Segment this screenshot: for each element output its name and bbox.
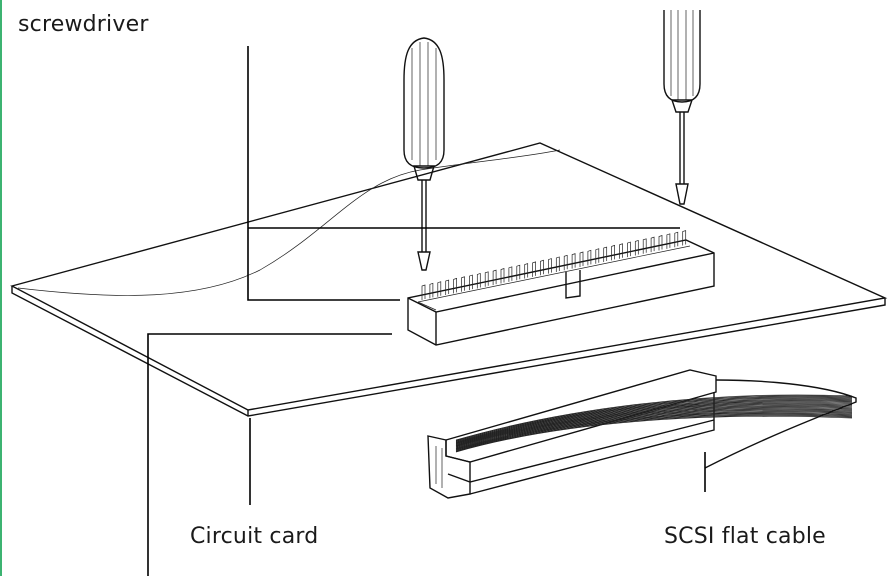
connector-pin bbox=[666, 233, 671, 249]
ribbon-wire bbox=[455, 395, 853, 441]
screwdriver-left-icon bbox=[403, 37, 445, 271]
connector-pin bbox=[437, 281, 442, 297]
leader-lines bbox=[147, 46, 706, 576]
connector-pin bbox=[469, 274, 473, 291]
ribbon-wire bbox=[455, 409, 853, 449]
connector-pin bbox=[508, 266, 513, 282]
connector-pin bbox=[674, 231, 679, 248]
ribbon-wire bbox=[455, 400, 853, 444]
connector-pin bbox=[634, 239, 639, 256]
ribbon-wire bbox=[455, 398, 853, 443]
ribbon-wire bbox=[455, 402, 853, 445]
screwdriver-label: screwdriver bbox=[18, 12, 149, 37]
left-accent-rule bbox=[0, 0, 2, 576]
ribbon-wire bbox=[455, 404, 853, 447]
connector-pin bbox=[476, 272, 481, 289]
connector-pin bbox=[453, 277, 457, 294]
scsi-cable-assembly bbox=[427, 369, 857, 499]
connector-pin bbox=[421, 284, 426, 300]
ribbon-wires bbox=[455, 394, 853, 453]
ribbon-wire bbox=[455, 397, 853, 442]
ribbon-wire bbox=[455, 399, 853, 444]
scsi-flat-cable-label: SCSI flat cable bbox=[664, 524, 826, 549]
connector-pin bbox=[540, 259, 544, 276]
ribbon-wire bbox=[455, 412, 853, 451]
leader-bottom bbox=[147, 333, 392, 576]
screwdriver-right-icon bbox=[663, 10, 701, 205]
connector-pin bbox=[532, 261, 536, 277]
connector-pin bbox=[524, 263, 529, 279]
connector-pin bbox=[595, 248, 600, 264]
connector-pin bbox=[619, 243, 623, 259]
header-connector bbox=[407, 230, 715, 346]
ribbon-wire bbox=[455, 405, 853, 447]
connector-pin bbox=[555, 256, 560, 272]
connector-pin bbox=[461, 276, 465, 292]
connector-pin bbox=[563, 254, 568, 271]
connector-pin bbox=[650, 236, 655, 253]
connector-pin bbox=[611, 244, 615, 261]
connector-pin bbox=[429, 282, 434, 299]
circuit-card-board bbox=[10, 142, 888, 417]
connector-pin bbox=[579, 251, 584, 267]
ribbon-wire bbox=[455, 410, 853, 449]
ribbon-wire bbox=[455, 408, 853, 449]
ribbon-wire bbox=[455, 406, 853, 448]
ribbon-wire bbox=[455, 394, 853, 441]
ribbon-wire bbox=[455, 415, 853, 452]
ribbon-wire bbox=[455, 398, 853, 443]
ribbon-wire bbox=[455, 396, 853, 442]
connector-pin bbox=[603, 246, 608, 263]
leader-screwdriver bbox=[247, 46, 400, 301]
connector-pin bbox=[627, 241, 631, 258]
connector-pin bbox=[445, 279, 450, 296]
ribbon-wire bbox=[455, 401, 853, 445]
connector-pin bbox=[492, 269, 497, 286]
ribbon-wire bbox=[455, 414, 853, 452]
ribbon-wire bbox=[455, 404, 853, 446]
connector-pin bbox=[682, 230, 687, 246]
connector-pin bbox=[571, 253, 576, 269]
connector-pin bbox=[548, 258, 552, 274]
ribbon-wire bbox=[455, 403, 853, 446]
circuit-card-label: Circuit card bbox=[190, 524, 319, 549]
ribbon-wire bbox=[455, 407, 853, 448]
connector-pins bbox=[421, 230, 687, 300]
connector-pin bbox=[587, 249, 592, 266]
ribbon-wire bbox=[455, 413, 853, 451]
connector-pin bbox=[500, 268, 505, 284]
ribbon-wire bbox=[455, 411, 853, 450]
ribbon-wire bbox=[455, 410, 853, 450]
connector-pin bbox=[484, 271, 489, 287]
connector-pin bbox=[658, 235, 663, 251]
connector-pin bbox=[516, 264, 521, 281]
ribbon-wire bbox=[455, 415, 853, 453]
connector-pin bbox=[642, 238, 647, 254]
